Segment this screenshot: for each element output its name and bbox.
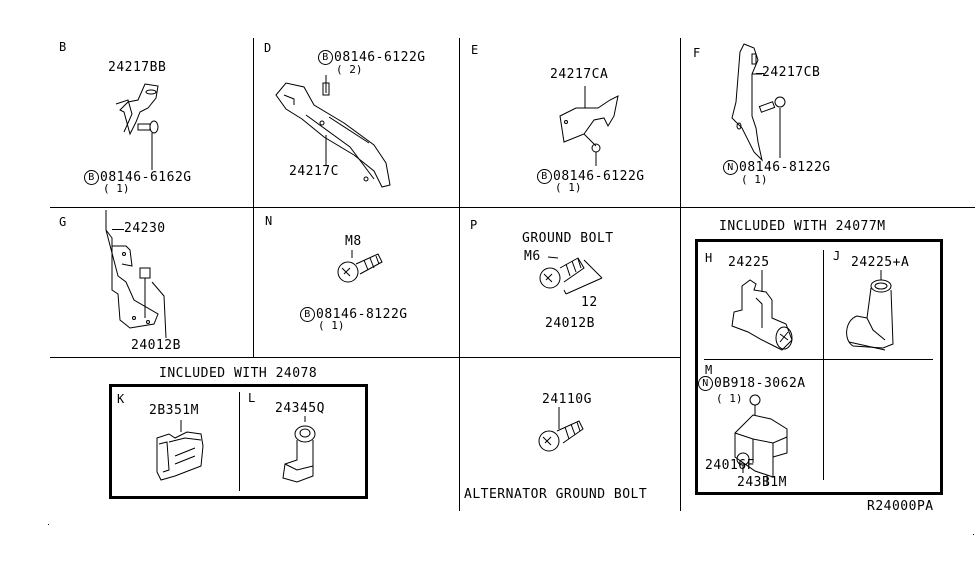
fastener-symbol: B bbox=[537, 169, 552, 184]
quantity: ( 1) bbox=[741, 173, 768, 186]
grid-divider bbox=[459, 38, 460, 511]
fastener-number: 08146-6122G bbox=[334, 50, 426, 65]
boot-illustration bbox=[846, 270, 894, 351]
connector-illustration bbox=[731, 270, 793, 351]
fastener-number: 08146-6162G bbox=[100, 170, 192, 185]
section-letter: J bbox=[833, 249, 841, 263]
group-frame bbox=[695, 239, 943, 495]
fastener-symbol: B bbox=[318, 50, 333, 65]
fastener-symbol: B bbox=[84, 170, 99, 185]
section-letter: F bbox=[693, 46, 701, 60]
group-divider bbox=[704, 359, 933, 360]
quantity: ( 1) bbox=[716, 392, 743, 405]
section-title: GROUND BOLT bbox=[522, 231, 614, 246]
thread-size: M6 bbox=[524, 249, 541, 264]
part-number[interactable]: 24016F bbox=[705, 458, 755, 473]
fastener-number: 0B918-3062A bbox=[714, 376, 806, 391]
grid-divider bbox=[253, 38, 254, 357]
section-letter: B bbox=[59, 40, 67, 54]
bolt-illustration bbox=[539, 256, 603, 295]
section-letter: L bbox=[248, 391, 256, 405]
stray-mark bbox=[48, 524, 49, 525]
section-caption: ALTERNATOR GROUND BOLT bbox=[464, 487, 648, 502]
section-letter: G bbox=[59, 215, 67, 229]
quantity: ( 1) bbox=[318, 319, 345, 332]
group-divider bbox=[823, 250, 824, 480]
part-number[interactable]: 24217BB bbox=[108, 60, 167, 75]
section-letter: K bbox=[117, 392, 125, 406]
part-number[interactable]: 24225+A bbox=[851, 255, 910, 270]
quantity: ( 1) bbox=[555, 181, 582, 194]
fastener-number: 08146-8122G bbox=[739, 160, 831, 175]
leader-line bbox=[112, 229, 124, 230]
bracket-illustration bbox=[115, 83, 159, 136]
part-number[interactable]: 24217C bbox=[289, 164, 339, 179]
section-letter: D bbox=[264, 41, 272, 55]
bracket-illustration bbox=[275, 75, 391, 188]
bolt-illustration bbox=[137, 120, 159, 170]
part-number[interactable]: 24217CA bbox=[550, 67, 609, 82]
part-number[interactable]: 2B351M bbox=[149, 403, 199, 418]
bolt-illustration bbox=[538, 407, 584, 452]
fastener-number: 08146-8122G bbox=[316, 307, 408, 322]
bolt-length: 12 bbox=[581, 295, 598, 310]
connector-illustration bbox=[156, 420, 204, 481]
part-number[interactable]: 24012B bbox=[545, 316, 595, 331]
group-title: INCLUDED WITH 24078 bbox=[159, 366, 318, 381]
grid-divider bbox=[50, 357, 680, 358]
group-divider bbox=[239, 392, 240, 491]
part-number[interactable]: 24225 bbox=[728, 255, 770, 270]
fastener-number: 08146-6122G bbox=[553, 169, 645, 184]
fastener-symbol: B bbox=[300, 307, 315, 322]
bracket-illustration bbox=[731, 43, 763, 162]
fastener-symbol: N bbox=[698, 376, 713, 391]
section-letter: N bbox=[265, 214, 273, 228]
quantity: ( 1) bbox=[103, 182, 130, 195]
stray-mark bbox=[973, 534, 974, 535]
part-number[interactable]: 24345Q bbox=[275, 401, 325, 416]
group-frame bbox=[109, 384, 368, 499]
leader-line bbox=[756, 73, 764, 74]
grid-divider bbox=[680, 38, 681, 511]
section-letter: M bbox=[705, 363, 713, 377]
fastener-symbol: N bbox=[723, 160, 738, 175]
part-number[interactable]: 24110G bbox=[542, 392, 592, 407]
part-number[interactable]: 24217CB bbox=[762, 65, 821, 80]
diagram-code: R24000PA bbox=[867, 499, 934, 514]
section-letter: H bbox=[705, 251, 713, 265]
part-number[interactable]: 243B1M bbox=[737, 475, 787, 490]
group-title: INCLUDED WITH 24077M bbox=[719, 219, 886, 234]
part-number[interactable]: 24230 bbox=[124, 221, 166, 236]
quantity: ( 2) bbox=[336, 63, 363, 76]
thread-size: M8 bbox=[345, 234, 362, 249]
boot-illustration bbox=[282, 416, 316, 483]
part-number[interactable]: 24012B bbox=[131, 338, 181, 353]
grid-divider bbox=[50, 207, 975, 208]
bracket-illustration bbox=[105, 210, 167, 339]
relay-block-illustration bbox=[734, 394, 788, 485]
bracket-illustration bbox=[559, 86, 619, 166]
bolt-illustration bbox=[758, 96, 786, 158]
bolt-illustration bbox=[337, 250, 383, 283]
section-letter: P bbox=[470, 218, 478, 232]
section-letter: E bbox=[471, 43, 479, 57]
